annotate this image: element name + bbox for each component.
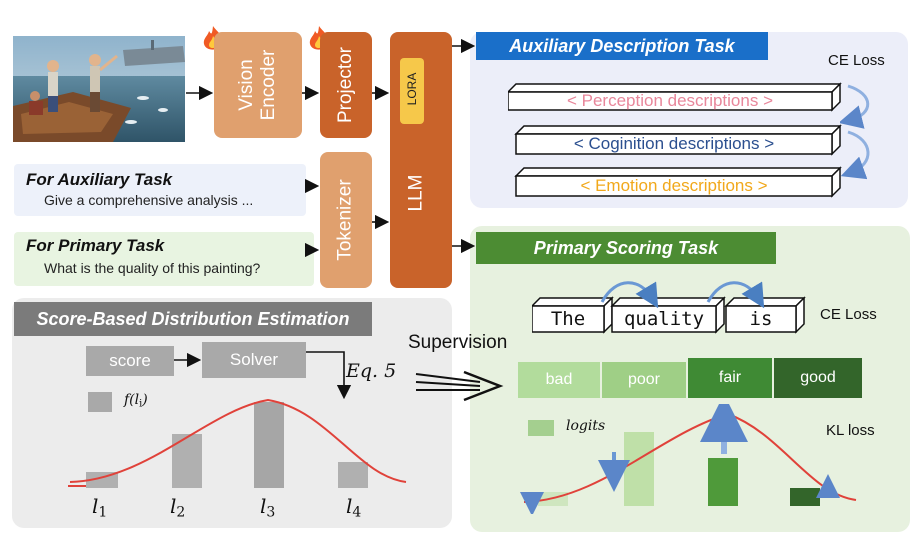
level-legend-text: f(l xyxy=(124,392,140,408)
token-is: is xyxy=(749,308,773,330)
emotion-tile xyxy=(514,166,842,198)
description-tiles xyxy=(508,82,842,198)
estimation-title: Score-Based Distribution Estimation xyxy=(14,302,372,336)
auxiliary-title: Auxiliary Description Task xyxy=(476,32,768,60)
auxiliary-prompt-title: For Auxiliary Task xyxy=(26,170,173,189)
level-l2: l2 xyxy=(170,494,186,521)
auxiliary-prompt: For Auxiliary Task Give a comprehensive … xyxy=(14,164,306,216)
aux-loop-arrows xyxy=(840,84,870,180)
level-legend-sub: i xyxy=(139,398,143,410)
perception-tile xyxy=(508,82,842,112)
cognition-text: < Coginition descriptions > xyxy=(573,134,775,153)
primary-prompt-title: For Primary Task xyxy=(26,236,165,255)
level-l1: l1 xyxy=(92,494,108,521)
token-quality: quality xyxy=(623,308,705,330)
logits-legend-cube xyxy=(528,420,554,436)
level-l4: l4 xyxy=(346,494,362,521)
estimation-distribution xyxy=(68,398,407,488)
vision-encoder-block: Vision Encoder xyxy=(214,32,302,138)
tokenizer-block: Tokenizer xyxy=(320,152,372,288)
cognition-tile xyxy=(514,124,842,156)
logits-label: logits xyxy=(566,418,606,434)
level-fair: fair xyxy=(688,358,772,398)
projector-block: Projector xyxy=(320,32,372,138)
supervision-label: Supervision xyxy=(408,332,508,353)
level-poor: poor xyxy=(602,362,686,398)
lora-badge: LORA xyxy=(400,58,424,124)
level-bad: bad xyxy=(518,362,600,398)
token-the: The xyxy=(550,308,586,330)
perception-text: < Perception descriptions > xyxy=(566,91,773,110)
token-boxes xyxy=(532,281,806,334)
score-box: score xyxy=(86,346,174,376)
painting-image xyxy=(13,36,185,142)
level-legend-label: f(li) xyxy=(124,392,148,410)
primary-prompt: For Primary Task What is the quality of … xyxy=(14,232,314,286)
level-l3: l3 xyxy=(260,494,276,521)
emotion-text: < Emotion descriptions > xyxy=(580,176,768,195)
primary-title: Primary Scoring Task xyxy=(476,232,776,264)
level-legend-cube xyxy=(88,392,112,412)
primary-ce-loss: CE Loss xyxy=(820,306,877,323)
level-good: good xyxy=(774,358,862,398)
solver-box: Solver xyxy=(202,342,306,378)
kl-loss: KL loss xyxy=(826,422,875,439)
primary-distribution xyxy=(520,404,857,514)
primary-prompt-text: What is the quality of this painting? xyxy=(44,260,261,276)
auxiliary-prompt-text: Give a comprehensive analysis ... xyxy=(44,192,254,208)
equation-label: Eq. 5 xyxy=(346,360,397,382)
auxiliary-ce-loss: CE Loss xyxy=(828,52,885,69)
